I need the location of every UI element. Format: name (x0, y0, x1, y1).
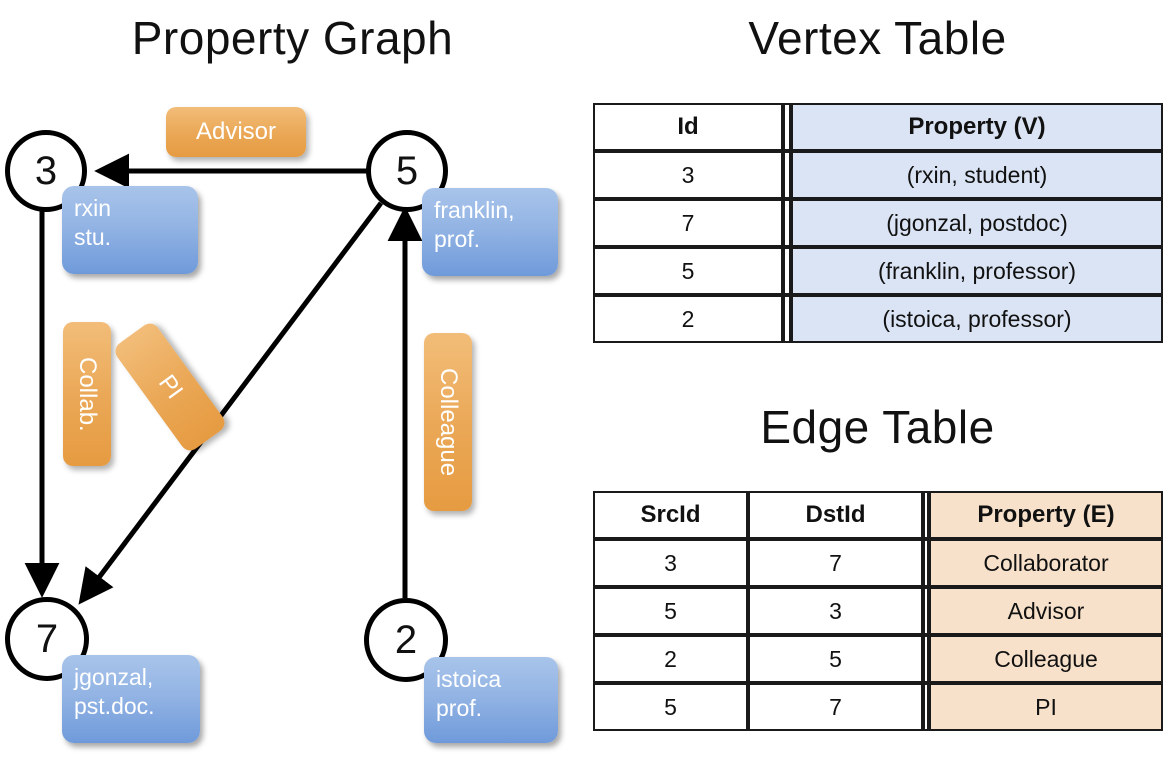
table-row: 3 7 Collaborator (593, 539, 1163, 587)
vertex-cell-id: 2 (593, 295, 783, 343)
node-property-box-franklin: franklin, prof. (422, 188, 558, 276)
column-gap (923, 683, 929, 731)
column-gap (783, 151, 791, 199)
table-row: 5 3 Advisor (593, 587, 1163, 635)
edge-label-collab-text: Collab. (74, 356, 101, 432)
column-gap (783, 103, 791, 151)
vertex-cell-property: (rxin, student) (791, 151, 1163, 199)
node-property-franklin-line1: franklin, (434, 197, 515, 223)
column-gap (923, 539, 929, 587)
column-gap (783, 199, 791, 247)
page-title-vertex-table: Vertex Table (748, 12, 1007, 64)
edge-table: SrcId DstId Property (E) 3 7 Collaborato… (593, 491, 1163, 731)
edge-header-srcid: SrcId (593, 491, 748, 539)
graph-node-2-label: 2 (394, 617, 418, 662)
edge-header-dstid: DstId (748, 491, 923, 539)
graph-node-7-label: 7 (35, 616, 59, 661)
graph-edges-layer (24, 153, 423, 605)
edge-label-collab: Collab. (63, 322, 111, 466)
node-property-jgonzal-line2: pst.doc. (74, 692, 155, 719)
vertex-cell-id: 3 (593, 151, 783, 199)
vertex-cell-property: (jgonzal, postdoc) (791, 199, 1163, 247)
vertex-header-id: Id (593, 103, 783, 151)
edge-label-pi-text: PI (152, 369, 188, 404)
node-property-box-rxin: rxin stu. (62, 186, 198, 274)
node-property-box-jgonzal: jgonzal, pst.doc. (62, 655, 200, 743)
edge-cell-src: 3 (593, 539, 748, 587)
edge-table-header-row: SrcId DstId Property (E) (593, 491, 1163, 539)
column-gap (923, 491, 929, 539)
node-property-istoica-line2: prof. (436, 694, 483, 721)
column-gap (783, 247, 791, 295)
edge-cell-dst: 7 (748, 539, 923, 587)
edge-cell-dst: 5 (748, 635, 923, 683)
edge-cell-property: PI (929, 683, 1163, 731)
column-gap (923, 635, 929, 683)
vertex-header-property: Property (V) (791, 103, 1163, 151)
node-property-istoica-line1: istoica (436, 666, 502, 692)
edge-label-colleague-text: Colleague (435, 367, 462, 477)
node-property-franklin-line2: prof. (434, 225, 481, 252)
edge-label-advisor: Advisor (166, 107, 306, 157)
edge-header-property: Property (E) (929, 491, 1163, 539)
graph-node-2[interactable]: 2 (364, 598, 448, 682)
table-row: 2 (istoica, professor) (593, 295, 1163, 343)
vertex-cell-id: 7 (593, 199, 783, 247)
edge-5-to-7 (78, 201, 383, 605)
edge-cell-src: 5 (593, 587, 748, 635)
edge-cell-property: Colleague (929, 635, 1163, 683)
vertex-cell-id: 5 (593, 247, 783, 295)
table-row: 5 7 PI (593, 683, 1163, 731)
vertex-cell-property: (franklin, professor) (791, 247, 1163, 295)
edge-cell-dst: 3 (748, 587, 923, 635)
column-gap (783, 295, 791, 343)
table-row: 5 (franklin, professor) (593, 247, 1163, 295)
vertex-table-header-row: Id Property (V) (593, 103, 1163, 151)
graph-node-5-label: 5 (395, 148, 419, 193)
node-property-rxin-line2: stu. (74, 223, 112, 250)
property-graph-panel: Property Graph 3 5 7 2 rxin stu. frankli… (5, 12, 558, 743)
edge-cell-property: Advisor (929, 587, 1163, 635)
vertex-cell-property: (istoica, professor) (791, 295, 1163, 343)
edge-label-advisor-text: Advisor (195, 118, 277, 145)
table-row: 2 5 Colleague (593, 635, 1163, 683)
node-property-jgonzal-line1: jgonzal, (74, 664, 154, 690)
node-property-box-istoica: istoica prof. (424, 657, 558, 743)
graph-node-3-label: 3 (34, 148, 58, 193)
edge-cell-dst: 7 (748, 683, 923, 731)
edge-label-colleague: Colleague (424, 333, 472, 511)
column-gap (923, 587, 929, 635)
table-row: 7 (jgonzal, postdoc) (593, 199, 1163, 247)
edge-cell-src: 2 (593, 635, 748, 683)
vertex-table: Id Property (V) 3 (rxin, student) 7 (jgo… (593, 103, 1163, 343)
table-row: 3 (rxin, student) (593, 151, 1163, 199)
page-title-edge-table: Edge Table (760, 401, 995, 453)
page-title-property-graph: Property Graph (131, 12, 454, 64)
node-property-rxin-line1: rxin (74, 195, 112, 221)
graph-node-5[interactable]: 5 (366, 130, 448, 212)
edge-cell-src: 5 (593, 683, 748, 731)
edge-cell-property: Collaborator (929, 539, 1163, 587)
